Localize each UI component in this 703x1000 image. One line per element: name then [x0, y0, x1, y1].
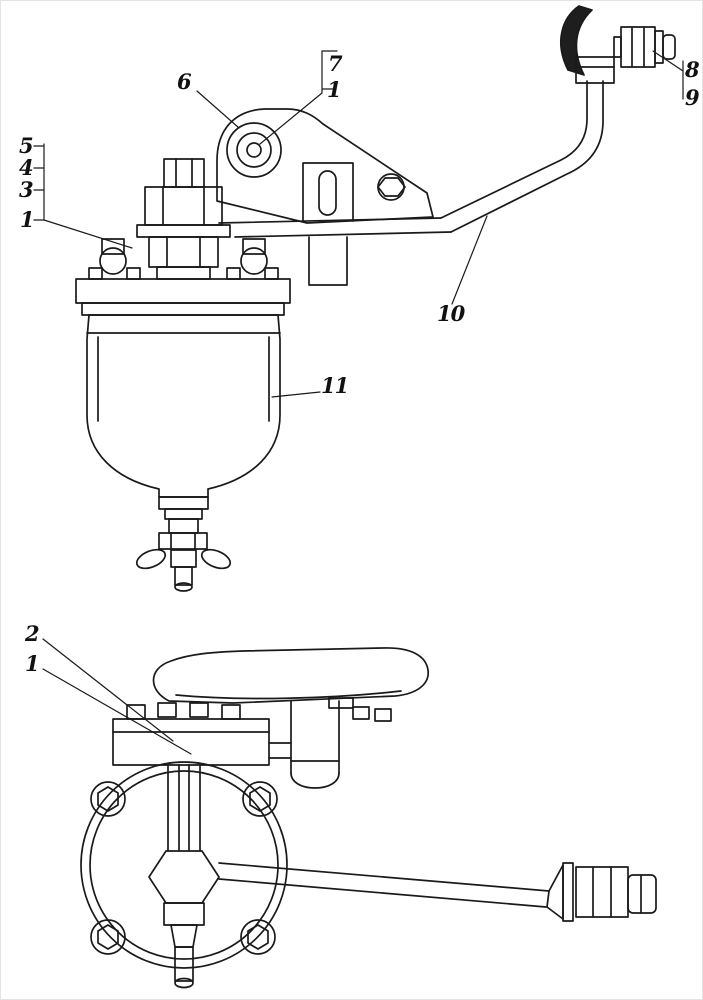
bottom-view-leader-lines — [42, 638, 192, 755]
callout-label-6: 6 — [177, 69, 192, 94]
boss-middle-ring — [236, 132, 272, 168]
boss-bolt — [246, 142, 262, 158]
callout-label-3: 3 — [19, 177, 34, 202]
washer — [654, 30, 664, 64]
center-bolt-stack — [136, 158, 231, 280]
callout-label-5: 5 — [19, 133, 34, 158]
bottom-view-drawing — [42, 638, 657, 989]
callout-label-7: 7 — [328, 51, 343, 76]
outlet-pipe — [218, 862, 657, 922]
callout-label-1-top: 1 — [327, 77, 342, 102]
filter-cover — [75, 278, 291, 316]
corner-bolt-bottom-right — [240, 919, 276, 955]
center-fitting — [148, 764, 220, 989]
wing-right — [200, 548, 232, 570]
corner-bolt-bottom-left — [90, 919, 126, 955]
flange — [112, 702, 392, 766]
mounting-plate — [302, 162, 354, 286]
outlet-cylinder — [290, 700, 340, 789]
top-view-drawing — [33, 5, 684, 592]
callout-label-11: 11 — [321, 373, 349, 398]
callout-label-2-bottom: 2 — [25, 621, 40, 646]
callout-label-8: 8 — [685, 57, 700, 82]
callout-label-1-left: 1 — [20, 207, 35, 232]
fuel-pipe — [440, 80, 604, 233]
pipe-end-fitting — [546, 862, 657, 922]
bracket-bolt — [377, 173, 406, 201]
shutoff-valve — [560, 5, 676, 84]
corner-bolt-top-left — [90, 781, 126, 817]
callout-label-9: 9 — [685, 85, 700, 110]
boss-outer-ring — [226, 122, 282, 178]
valve-handle — [560, 5, 593, 76]
union-nut — [620, 26, 656, 68]
sediment-bowl — [86, 314, 281, 498]
filter-body — [80, 761, 288, 969]
lid — [152, 647, 429, 709]
wing-left — [135, 548, 167, 570]
drain-valve — [135, 496, 232, 592]
callout-label-1-bottom: 1 — [25, 651, 40, 676]
pipe-nut — [575, 866, 629, 918]
top-view-leader-lines — [33, 50, 684, 398]
callout-label-10: 10 — [437, 301, 465, 326]
callout-label-4: 4 — [19, 155, 34, 180]
cover-bolts — [88, 238, 279, 280]
corner-bolt-top-right — [242, 781, 278, 817]
bracket-arm — [216, 108, 452, 238]
